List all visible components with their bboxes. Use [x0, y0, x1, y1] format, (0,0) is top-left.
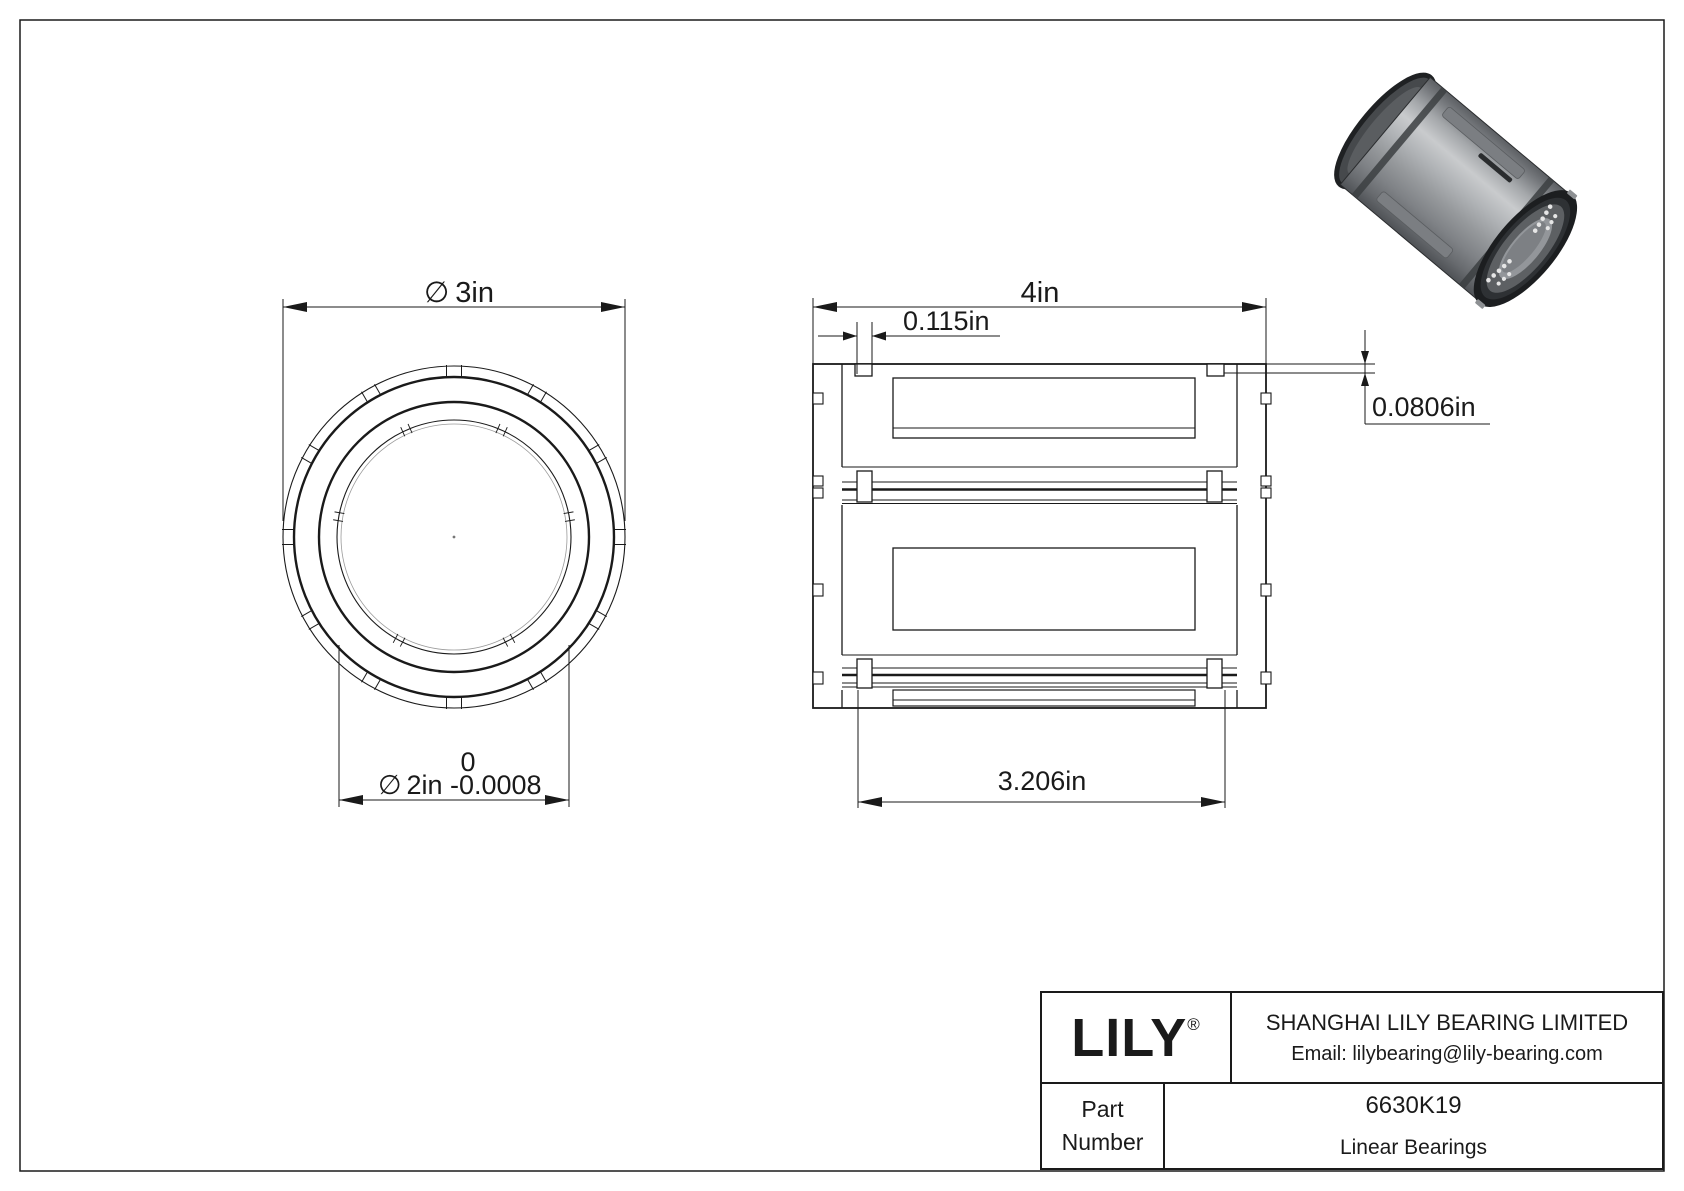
part-info-cell: 6630K19 Linear Bearings	[1165, 1084, 1662, 1168]
front-outer-diameter-label: ∅3in	[424, 275, 494, 309]
bearing-balls	[1486, 204, 1558, 286]
side-notch-width-dimension	[818, 322, 1000, 374]
logo-cell: LILY®	[1042, 993, 1232, 1082]
front-view-drawing	[282, 365, 626, 709]
side-notch-width-label: 0.115in	[903, 306, 990, 336]
page-border	[19, 19, 1665, 1172]
lily-logo: LILY®	[1071, 1011, 1201, 1065]
center-mark	[452, 535, 456, 539]
title-block-row-part: Part Number 6630K19 Linear Bearings	[1042, 1084, 1662, 1168]
sleeve-slot-tabs-right	[1260, 392, 1272, 685]
front-bore-diameter-label: ∅2in	[378, 770, 443, 801]
sleeve-slot-tabs-left	[812, 392, 824, 685]
front-bore-diameter-dimension	[338, 645, 570, 807]
part-category: Linear Bearings	[1339, 1136, 1488, 1159]
side-race-length-dimension	[857, 690, 1226, 808]
end-ring-notches	[1475, 189, 1578, 309]
side-race-length-label: 3.206in	[998, 766, 1087, 796]
front-bore-tolerance-lower: -0.0008	[450, 770, 542, 800]
company-email: Email: lilybearing@lily-bearing.com	[1291, 1042, 1603, 1065]
title-block-row-company: LILY® SHANGHAI LILY BEARING LIMITED Emai…	[1042, 993, 1662, 1084]
side-view-drawing	[812, 363, 1272, 709]
company-name: SHANGHAI LILY BEARING LIMITED	[1265, 1009, 1629, 1035]
part-number-label: Part Number	[1042, 1084, 1165, 1168]
bearing-3d-render	[1334, 72, 1578, 309]
part-label-line1: Part	[1081, 1095, 1124, 1122]
lily-logo-text: LILY	[1071, 1007, 1188, 1068]
title-block: LILY® SHANGHAI LILY BEARING LIMITED Emai…	[1040, 991, 1664, 1170]
company-cell: SHANGHAI LILY BEARING LIMITED Email: lil…	[1232, 993, 1662, 1082]
side-groove-depth-dimension	[1224, 330, 1490, 425]
outer-ring-notches	[282, 365, 626, 709]
inner-ring-notches	[333, 423, 575, 647]
side-groove-depth-label: 0.0806in	[1372, 392, 1476, 422]
registered-mark: ®	[1187, 1014, 1201, 1034]
part-label-line2: Number	[1061, 1129, 1144, 1155]
side-length-label: 4in	[1021, 277, 1060, 309]
part-number-value: 6630K19	[1365, 1092, 1462, 1119]
front-outer-diameter-dimension	[282, 299, 626, 521]
front-bore-tolerance-upper: 0	[460, 747, 475, 777]
side-length-dimension	[812, 298, 1267, 364]
